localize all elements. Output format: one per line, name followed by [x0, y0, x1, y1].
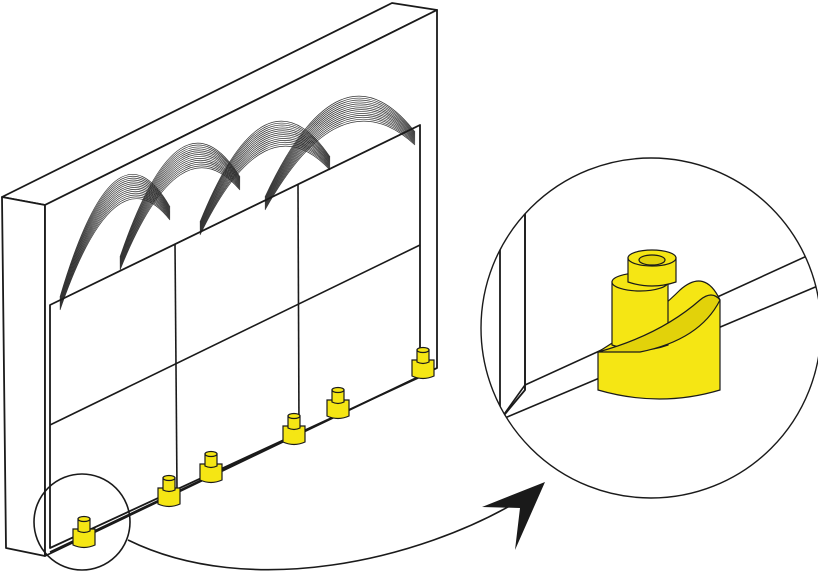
tile-pattern-arc — [119, 158, 241, 266]
tile-pattern-arc — [199, 145, 331, 236]
tile-spacer — [72, 515, 96, 549]
tile-spacer — [282, 412, 306, 446]
tile-pattern-arc — [264, 99, 416, 200]
tile-pattern-arc — [59, 198, 171, 311]
tile-pattern-arc — [59, 192, 171, 308]
spacers — [72, 346, 435, 549]
tile-pattern-arc — [199, 128, 331, 227]
tile-spacer — [326, 386, 350, 420]
tile-pattern-arc — [264, 109, 416, 205]
tile-pattern-arc — [264, 113, 416, 207]
spacer-enlarged — [597, 249, 721, 400]
wall-board — [1, 2, 438, 557]
tile-pattern-arc — [199, 134, 331, 230]
tile-pattern-arc — [264, 115, 416, 208]
detail-circle-small — [33, 473, 131, 571]
tile-pattern-arc — [199, 141, 331, 234]
tile-spacer — [157, 474, 181, 508]
tile-pattern-arc — [264, 120, 416, 211]
tile-pattern-arc — [119, 142, 241, 258]
tile-pattern-arc — [119, 148, 241, 261]
tile-pattern-arc — [59, 196, 171, 310]
tile-pattern-arc — [199, 140, 331, 233]
tile-pattern-arc — [199, 136, 331, 231]
tile-pattern-arc — [59, 183, 171, 303]
tile-spacer — [411, 346, 435, 380]
tile-pattern-arc — [119, 154, 241, 264]
tile-pattern-arc — [199, 132, 331, 229]
row-line-1 — [49, 244, 421, 426]
tile-pattern-arc — [264, 105, 416, 203]
tile-pattern-arc — [264, 97, 416, 199]
tile-pattern-arc — [264, 95, 416, 198]
tile-pattern-arc — [199, 143, 331, 235]
tile-pattern-arc — [264, 111, 416, 206]
column-line-2 — [297, 184, 300, 431]
tile-pattern-arc — [264, 107, 416, 204]
tile-pattern-arc — [264, 103, 416, 202]
tile-spacer — [199, 450, 223, 484]
tile-arcs — [59, 95, 416, 311]
tile-pattern-arc — [199, 126, 331, 226]
tile-pattern-arc — [119, 167, 241, 271]
callout-arrow-icon — [127, 482, 545, 571]
tile-pattern-arc — [119, 150, 241, 262]
tile-pattern-arc — [199, 120, 331, 223]
column-line-1 — [174, 243, 178, 491]
tile-pattern-arc — [59, 181, 171, 302]
detail-circle-large — [480, 157, 818, 499]
tile-pattern-arc — [199, 138, 331, 232]
tile-pattern-arc — [59, 190, 171, 307]
tile-pattern-arc — [119, 144, 241, 259]
tile-pattern-arc — [264, 117, 416, 209]
tile-pattern-arc — [119, 156, 241, 265]
tile-pattern-arc — [119, 152, 241, 263]
tile-pattern-arc — [59, 174, 171, 298]
floor-line — [49, 367, 438, 553]
tile-pattern-arc — [119, 146, 241, 260]
tile-pattern-arc — [264, 119, 416, 210]
tile-pattern-arc — [264, 101, 416, 201]
tile-pattern-arc — [59, 194, 171, 309]
